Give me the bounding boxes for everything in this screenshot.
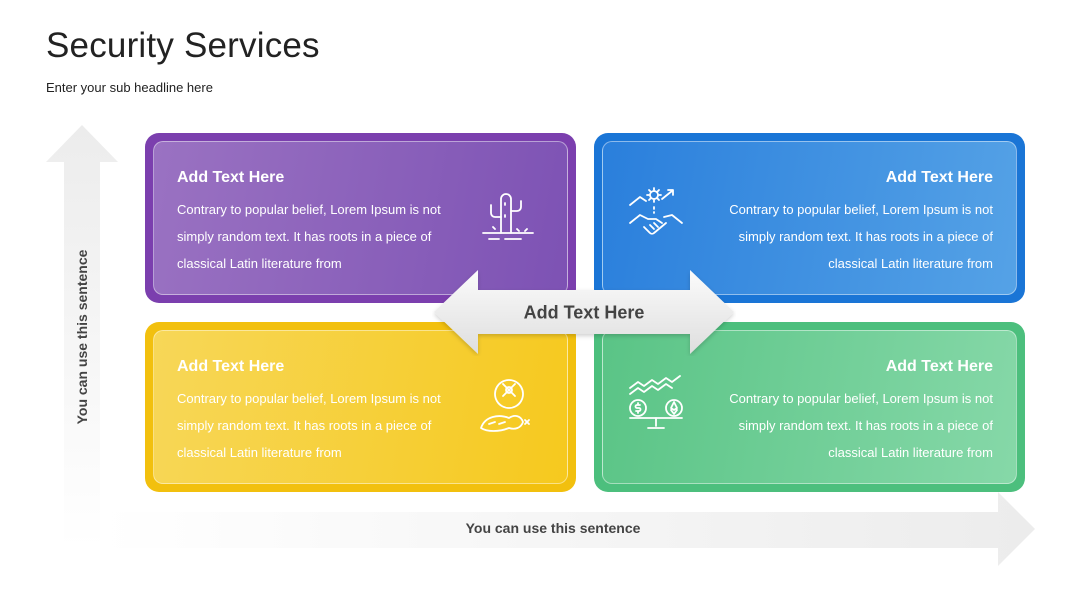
center-label: Add Text Here bbox=[523, 302, 645, 323]
card-body-text: Contrary to popular belief, Lorem Ipsum … bbox=[177, 202, 441, 271]
slide-subtitle: Enter your sub headline here bbox=[46, 80, 213, 95]
currency-balance-scale-icon bbox=[629, 375, 683, 429]
card-inner-panel bbox=[153, 141, 568, 295]
quadrant-card-bottom-left: Add Text Here Contrary to popular belief… bbox=[145, 322, 576, 492]
quadrant-card-bottom-right: Add Text Here Contrary to popular belief… bbox=[594, 322, 1025, 492]
card-heading: Add Text Here bbox=[177, 358, 285, 375]
handshake-growth-icon bbox=[629, 187, 683, 235]
card-heading: Add Text Here bbox=[885, 169, 993, 186]
card-body-text: Contrary to popular belief, Lorem Ipsum … bbox=[177, 391, 441, 460]
y-axis-arrow bbox=[46, 125, 118, 548]
card-inner-panel bbox=[153, 330, 568, 484]
slide-title: Security Services bbox=[46, 26, 320, 65]
quadrant-card-top-right: Add Text Here Contrary to popular belief… bbox=[594, 133, 1025, 303]
card-body-text: Contrary to popular belief, Lorem Ipsum … bbox=[729, 202, 993, 271]
card-heading: Add Text Here bbox=[177, 169, 285, 186]
card-body-text: Contrary to popular belief, Lorem Ipsum … bbox=[729, 391, 993, 460]
x-axis-label: You can use this sentence bbox=[465, 520, 641, 536]
cactus-desert-icon bbox=[482, 193, 534, 240]
card-inner-panel bbox=[602, 141, 1017, 295]
center-double-arrow bbox=[434, 270, 734, 354]
dead-fish-location-icon bbox=[480, 379, 530, 432]
y-axis-label: You can use this sentence bbox=[74, 249, 90, 425]
card-heading: Add Text Here bbox=[885, 358, 993, 375]
x-axis-arrow bbox=[100, 492, 1035, 566]
quadrant-card-top-left: Add Text Here Contrary to popular belief… bbox=[145, 133, 576, 303]
